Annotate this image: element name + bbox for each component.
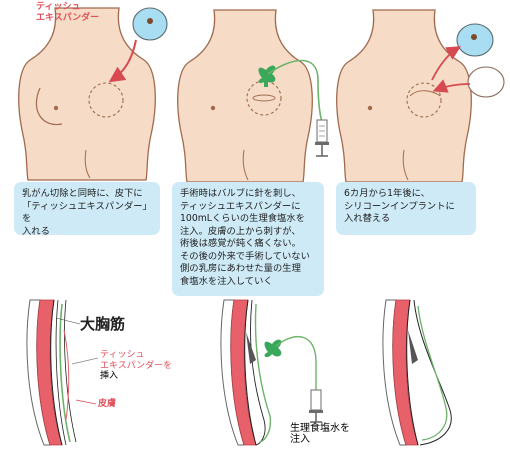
tube-cs2	[276, 337, 316, 392]
saline-line1: 生理食塩水を	[290, 423, 350, 434]
step-3-line-1: 6カ月から1年後に、	[344, 188, 468, 201]
cross-section-3	[383, 300, 451, 445]
step-2-line-1: 手術時はバルブに針を刺し、	[180, 188, 316, 201]
expander-out-3	[457, 24, 493, 56]
step-1-line-1: 乳がん切除と同時に、皮下に	[22, 188, 152, 201]
syringe-cs2	[309, 390, 323, 422]
step-3-line-3: 入れ替える	[344, 213, 468, 226]
step-2-line-6: その後の外来で手術していない	[180, 251, 316, 264]
tissue-expander-shape-1	[133, 8, 167, 40]
step-2-line-3: 100mLくらいの生理食塩水を	[180, 213, 316, 226]
cross-section-1	[27, 300, 76, 445]
step-1-box: 乳がん切除と同時に、皮下に 「ティッシュエキスパンダー」を 入れる	[14, 182, 160, 235]
step-2-line-8: 食塩水を注入していく	[180, 276, 316, 289]
step-1-line-2: 「ティッシュエキスパンダー」を	[22, 201, 152, 226]
tissue-expander-label: ティッシュ エキスパンダー	[36, 2, 99, 24]
torso-1	[19, 8, 156, 180]
cross-section-2	[221, 300, 270, 445]
saline-label: 生理食塩水を 注入	[290, 423, 350, 445]
step-2-line-2: ティッシュエキスパンダーに	[180, 201, 316, 214]
skin-label: 皮膚	[98, 399, 116, 410]
torso-3	[337, 10, 472, 182]
saline-line2: 注入	[290, 434, 350, 445]
inserted-expander-label: ティッシュ エキスパンダーを 挿入	[100, 350, 172, 382]
step-3-box: 6カ月から1年後に、 シリコーンインプラントに 入れ替える	[336, 182, 476, 235]
valve-cs2	[265, 340, 282, 357]
step-2-box: 手術時はバルブに針を刺し、 ティッシュエキスパンダーに 100mLくらいの生理食…	[172, 182, 324, 296]
torso-2	[178, 10, 313, 182]
leader-skin	[76, 400, 96, 404]
syringe-2	[315, 120, 329, 156]
implant-3	[468, 67, 504, 97]
tissue-expander-label-line1: ティッシュ	[36, 2, 99, 13]
step-1-line-3: 入れる	[22, 226, 152, 239]
leader-pectoralis	[56, 318, 80, 324]
tissue-expander-label-line2: エキスパンダー	[36, 13, 99, 24]
step-2-line-4: 注入。皮膚の上から刺すが、	[180, 226, 316, 239]
leader-expander	[72, 358, 98, 364]
step-2-line-5: 術後は感覚が鈍く痛くない。	[180, 238, 316, 251]
step-2-line-7: 側の乳房にあわせた量の生理	[180, 263, 316, 276]
inserted-expander-line3: 挿入	[100, 371, 172, 382]
pectoralis-major-label: 大胸筋	[80, 316, 125, 333]
inserted-expander-line2: エキスパンダーを	[100, 361, 172, 371]
step-3-line-2: シリコーンインプラントに	[344, 201, 468, 214]
inserted-expander-line1: ティッシュ	[100, 350, 172, 361]
